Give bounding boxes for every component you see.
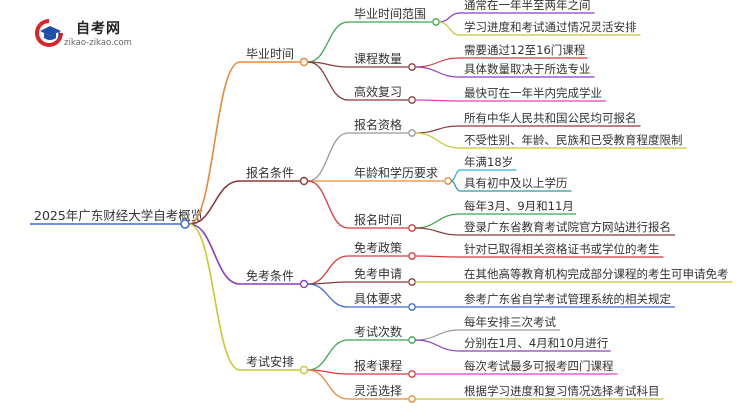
branch-topic[interactable]: 考试安排 [246, 354, 294, 369]
leaf-text[interactable]: 登录广东省教育考试院官方网站进行报名 [464, 220, 671, 234]
leaf-connector [414, 99, 461, 102]
subtopic-node-dot[interactable] [408, 63, 416, 71]
child-connector [307, 339, 349, 371]
child-connector [307, 132, 349, 182]
leaf-connector [414, 329, 461, 341]
child-connector [307, 21, 349, 63]
leaf-connector [438, 12, 461, 23]
subtopic-node-dot[interactable] [408, 278, 416, 286]
branch-node-dot[interactable] [299, 279, 309, 289]
leaf-text[interactable]: 所有中华人民共和国公民均可报名 [464, 111, 637, 125]
leaf-text[interactable]: 需要通过12至16门课程 [464, 43, 586, 57]
subtopic-node-dot[interactable] [408, 370, 416, 378]
logo-title: 自考网 [76, 21, 121, 37]
subtopic[interactable]: 报名时间 [354, 212, 402, 227]
subtopic[interactable]: 毕业时间范围 [354, 7, 426, 21]
subtopic[interactable]: 考试次数 [354, 324, 402, 339]
leaf-text[interactable]: 具体数量取决于所选专业 [464, 62, 591, 76]
branch-connector [188, 180, 241, 225]
subtopic-node-dot[interactable] [408, 252, 416, 260]
leaf-text[interactable]: 通常在一年半至两年之间 [464, 0, 591, 12]
leaf-connector [414, 57, 461, 68]
subtopic[interactable]: 灵活选择 [354, 384, 402, 398]
leaf-connector [414, 125, 461, 134]
subtopic-node-dot[interactable] [408, 395, 416, 403]
leaf-connector [414, 227, 461, 236]
subtopic[interactable]: 课程数量 [354, 51, 402, 66]
branch-node-dot[interactable] [299, 176, 309, 186]
leaf-text[interactable]: 针对已取得相关资格证书或学位的考生 [464, 242, 660, 256]
leaf-text[interactable]: 每次考试最多可报考四门课程 [464, 359, 614, 373]
branch-node-dot[interactable] [299, 365, 309, 375]
leaf-text[interactable]: 分别在1月、4月和10月进行 [464, 336, 608, 350]
leaf-text[interactable]: 具有初中及以上学历 [464, 176, 568, 190]
leaf-connector [414, 132, 461, 149]
root-topic[interactable]: 2025年广东财经大学自考概览 [34, 208, 203, 223]
child-connector [307, 369, 349, 400]
leaf-connector [414, 339, 461, 352]
subtopic-node-dot[interactable] [432, 18, 440, 26]
leaf-text[interactable]: 每年安排三次考试 [464, 315, 556, 329]
leaf-connector [414, 66, 461, 78]
leaf-text[interactable]: 年满18岁 [464, 155, 513, 169]
subtopic[interactable]: 报考课程 [354, 358, 402, 373]
branch-connector [188, 223, 241, 285]
leaf-text[interactable]: 学习进度和考试通过情况灵活安排 [464, 20, 637, 34]
branch-topic[interactable]: 毕业时间 [246, 47, 294, 61]
leaf-connector [450, 169, 461, 182]
site-logo[interactable]: 自考网 zikao-zikao.com [30, 16, 142, 52]
child-connector [307, 255, 349, 285]
leaf-connector [450, 180, 461, 192]
graduation-cap-icon [35, 19, 63, 47]
subtopic-node-dot[interactable] [408, 129, 416, 137]
root-node-dot[interactable] [180, 219, 190, 229]
branch-node-dot[interactable] [299, 57, 309, 67]
leaf-text[interactable]: 不受性别、年龄、民族和已受教育程度限制 [464, 133, 683, 147]
leaf-text[interactable]: 最快可在一年半内完成学业 [464, 86, 602, 100]
logo-url: zikao-zikao.com [64, 38, 132, 48]
branch-topic[interactable]: 免考条件 [246, 268, 294, 283]
subtopic-node-dot[interactable] [444, 177, 452, 185]
subtopic-node-dot[interactable] [408, 303, 416, 311]
branch-connector [188, 61, 241, 225]
leaf-text[interactable]: 根据学习进度和复习情况选择考试科目 [464, 384, 660, 398]
subtopic-node-dot[interactable] [408, 96, 416, 104]
leaf-text[interactable]: 在其他高等教育机构完成部分课程的考生可申请免考 [464, 267, 729, 281]
subtopic[interactable]: 报名资格 [354, 117, 402, 132]
subtopic-node-dot[interactable] [408, 336, 416, 344]
leaf-connector [438, 21, 461, 36]
leaf-connector [414, 255, 461, 258]
subtopic[interactable]: 免考申请 [354, 266, 402, 281]
subtopic-node-dot[interactable] [408, 224, 416, 232]
subtopic[interactable]: 年龄和学历要求 [354, 165, 438, 180]
branch-topic[interactable]: 报名条件 [246, 165, 294, 180]
child-connector [307, 61, 349, 101]
subtopic[interactable]: 免考政策 [354, 240, 402, 255]
child-connector [307, 180, 349, 229]
branch-connector [188, 223, 241, 371]
leaf-text[interactable]: 参考广东省自学考试管理系统的相关规定 [464, 292, 671, 306]
child-connector [307, 283, 349, 308]
subtopic[interactable]: 高效复习 [354, 84, 402, 99]
leaf-text[interactable]: 每年3月、9月和11月 [464, 199, 574, 213]
leaf-connector [414, 213, 461, 229]
subtopic[interactable]: 具体要求 [354, 292, 402, 306]
